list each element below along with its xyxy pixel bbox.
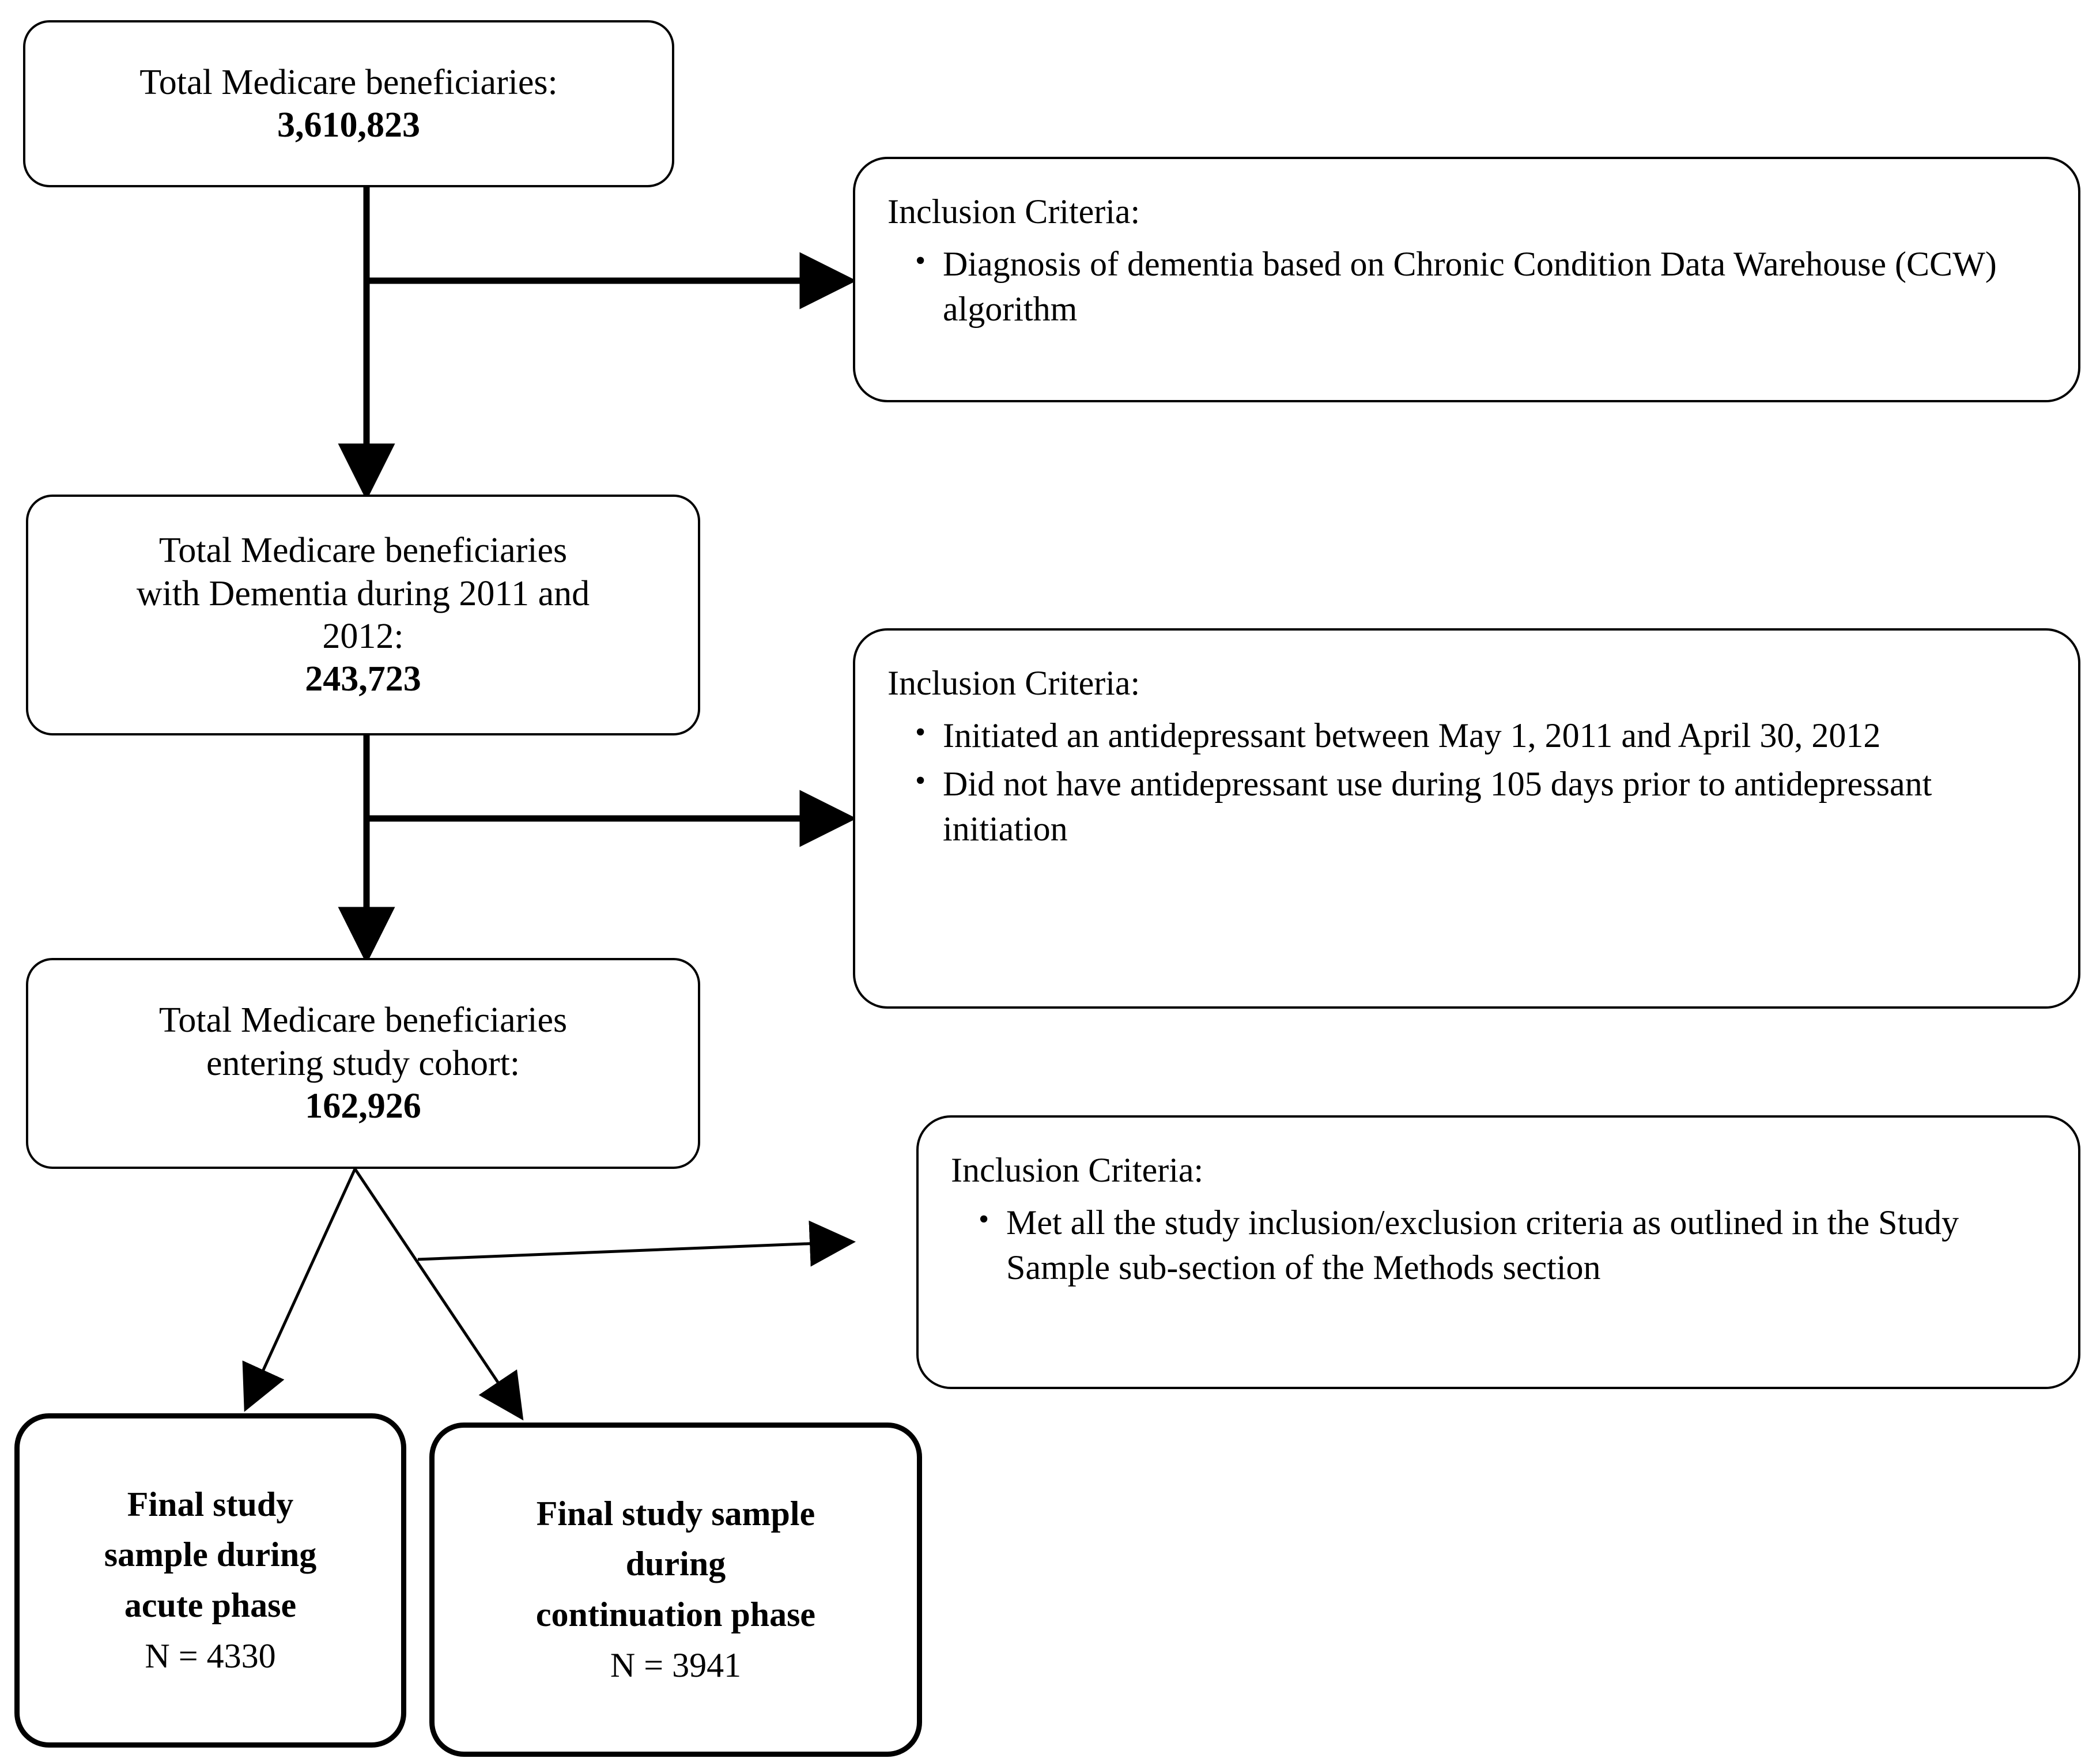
final-label-line: continuation phase [535, 1595, 816, 1633]
criteria-item-text: Met all the study inclusion/exclusion cr… [1006, 1203, 1959, 1286]
criteria-box-antidepressant-initiation[interactable]: Inclusion Criteria: • Initiated an antid… [853, 628, 2080, 1009]
cohort-count: 162,926 [305, 1086, 421, 1126]
cohort-label-line: Total Medicare beneficiaries: [139, 62, 558, 102]
final-label-line: acute phase [124, 1586, 297, 1624]
connector-box3-to-final-continuation [353, 1168, 524, 1421]
criteria-list: • Met all the study inclusion/exclusion … [951, 1200, 2044, 1290]
final-label-line: Final study sample [536, 1494, 815, 1533]
final-label-line: sample during [104, 1535, 317, 1574]
cohort-box-dementia-beneficiaries[interactable]: Total Medicare beneficiaries with Dement… [26, 495, 700, 735]
criteria-item-text: Diagnosis of dementia based on Chronic C… [943, 245, 1997, 328]
criteria-list: • Initiated an antidepressant between Ma… [887, 713, 2044, 851]
cohort-label-line: 2012: [322, 617, 404, 656]
criteria-list-item: • Initiated an antidepressant between Ma… [887, 713, 2044, 758]
criteria-list-item: • Did not have antidepressant use during… [887, 761, 2044, 851]
criteria-box-study-sample[interactable]: Inclusion Criteria: • Met all the study … [916, 1115, 2080, 1389]
connector-box3-to-criteria3 [417, 1220, 856, 1267]
criteria-list-item: • Diagnosis of dementia based on Chronic… [887, 242, 2044, 331]
cohort-count: 3,610,823 [277, 105, 420, 145]
criteria-title: Inclusion Criteria: [887, 193, 1140, 231]
criteria-list: • Diagnosis of dementia based on Chronic… [887, 242, 2044, 331]
final-label-line: Final study [127, 1485, 294, 1523]
final-box-acute-phase[interactable]: Final study sample during acute phase N … [14, 1413, 406, 1748]
criteria-item-text: Did not have antidepressant use during 1… [943, 765, 1932, 848]
final-sample-size: N = 3941 [610, 1646, 742, 1684]
connector-box3-to-final-acute [242, 1168, 357, 1412]
criteria-list-item: • Met all the study inclusion/exclusion … [951, 1200, 2044, 1290]
cohort-box-total-beneficiaries[interactable]: Total Medicare beneficiaries: 3,610,823 [23, 20, 674, 187]
criteria-item-text: Initiated an antidepressant between May … [943, 716, 1881, 754]
cohort-label-line: Total Medicare beneficiaries [158, 1001, 568, 1040]
bullet-icon: • [915, 764, 926, 797]
final-label-line: during [625, 1545, 726, 1583]
criteria-title: Inclusion Criteria: [887, 664, 1140, 702]
cohort-label-line: entering study cohort: [206, 1043, 520, 1083]
cohort-box-study-cohort[interactable]: Total Medicare beneficiaries entering st… [26, 958, 700, 1169]
cohort-label-line: with Dementia during 2011 and [136, 574, 590, 613]
cohort-label-line: Total Medicare beneficiaries [158, 531, 568, 571]
final-box-continuation-phase[interactable]: Final study sample during continuation p… [429, 1423, 922, 1757]
criteria-box-dementia-diagnosis[interactable]: Inclusion Criteria: • Diagnosis of demen… [853, 157, 2080, 402]
bullet-icon: • [979, 1203, 989, 1236]
bullet-icon: • [915, 244, 926, 277]
bullet-icon: • [915, 716, 926, 749]
cohort-count: 243,723 [305, 659, 421, 699]
criteria-title: Inclusion Criteria: [951, 1151, 1204, 1189]
final-sample-size: N = 4330 [145, 1636, 276, 1675]
